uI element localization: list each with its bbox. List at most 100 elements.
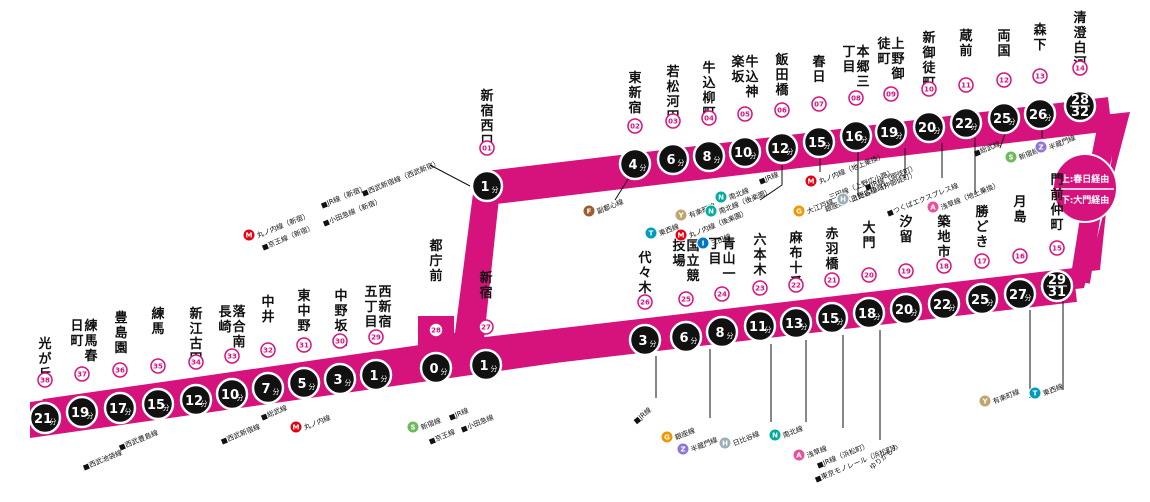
station-name-char: 門 xyxy=(1050,173,1063,188)
station-name-char: 野 xyxy=(891,52,904,67)
transfer-line-badge xyxy=(718,436,732,450)
travel-time-disc xyxy=(323,362,357,396)
station-upper-9[interactable]: 新御徒町1020分 xyxy=(912,30,946,144)
transfer-line-label: 半蔵門線 xyxy=(689,435,718,454)
station-name-char: 両 xyxy=(997,29,1010,44)
station-upper-2[interactable]: 若松河田036分 xyxy=(656,64,690,176)
station-code: 27 xyxy=(481,324,491,332)
station-code-badge xyxy=(112,362,128,378)
station-name-char: 御 xyxy=(921,45,935,61)
station-code-badge xyxy=(478,319,494,335)
transfer-line-badge xyxy=(676,442,690,456)
travel-time-unit: 分 xyxy=(787,147,794,156)
travel-time-disc xyxy=(839,119,873,153)
travel-time: 27 xyxy=(1009,288,1027,303)
station-upper-13[interactable]: 清澄白河142832 xyxy=(1063,10,1097,123)
station-code-badge xyxy=(637,294,653,310)
travel-time-disc xyxy=(912,110,946,144)
station-name-char: 牛 xyxy=(702,60,715,76)
travel-time-unit: 分 xyxy=(201,399,208,408)
station-name-char: 野 xyxy=(297,319,310,334)
travel-time-unit: 分 xyxy=(640,163,647,172)
travel-time: 19 xyxy=(880,126,898,141)
station-code-badge xyxy=(332,333,348,349)
station-name-char: 江 xyxy=(189,321,202,337)
station-code: 32 xyxy=(263,347,273,355)
travel-time: 21 xyxy=(34,412,52,427)
transfer-line-label: 有楽町線 xyxy=(991,387,1020,406)
station-name-char: 森 xyxy=(1033,22,1047,38)
station-code-badge xyxy=(824,272,840,288)
station-code-badge xyxy=(883,86,899,102)
leader-line xyxy=(999,133,1006,149)
travel-time-unit: 分 xyxy=(309,382,316,391)
station-lower-16[interactable]: 麻布十番2213分 xyxy=(779,230,813,340)
station-name-char: 目 xyxy=(364,315,377,330)
travel-time: 10 xyxy=(221,388,239,403)
travel-time-unit: 分 xyxy=(441,367,448,376)
station-lower-8[interactable]: 中野坂上303分 xyxy=(323,288,357,396)
travel-time-disc xyxy=(852,296,886,330)
station-lower-0[interactable]: 光が丘3821分 xyxy=(28,336,62,435)
station-name-char: 六 xyxy=(753,232,766,248)
station-lower-4[interactable]: 新江古田3412分 xyxy=(179,306,213,417)
station-upper-0[interactable]: 新宿西口011分 xyxy=(470,88,504,203)
transfer-line-badge xyxy=(792,448,806,462)
station-code-badge xyxy=(368,329,384,345)
station-code-badge xyxy=(1032,68,1048,84)
travel-time-disc xyxy=(1023,97,1057,131)
station-name-char: 宿 xyxy=(378,314,391,330)
station-name-char: 崎 xyxy=(218,319,231,335)
travel-time-unit: 分 xyxy=(949,303,956,312)
station-lower-20[interactable]: 築地市場1822分 xyxy=(927,214,961,321)
station-name-char: 前 xyxy=(429,268,442,284)
station-name-char: 春 xyxy=(83,348,98,364)
station-name-char: 園 xyxy=(114,340,127,356)
travel-time-disc xyxy=(469,348,503,382)
station-name-char: 島 xyxy=(1013,209,1026,225)
station-name-char: 青 xyxy=(722,236,735,252)
station-name-char: 宿 xyxy=(628,100,641,116)
station-upper-3[interactable]: 牛込柳町048分 xyxy=(692,60,726,173)
station-name-char: 丁 xyxy=(842,45,855,60)
travel-time-disc xyxy=(1003,277,1037,311)
station-name-char: 地 xyxy=(937,229,950,245)
station-code-badge xyxy=(788,277,804,293)
station-name-char: 中 xyxy=(334,288,347,304)
station-name-char: 留 xyxy=(899,229,912,245)
transfer-leader-lines xyxy=(429,130,1064,440)
station-name-char: 前 xyxy=(1050,187,1063,203)
station-name-char: 新 xyxy=(378,299,391,315)
travel-time-unit: 分 xyxy=(837,317,844,326)
station-name-char: 門 xyxy=(862,236,875,251)
